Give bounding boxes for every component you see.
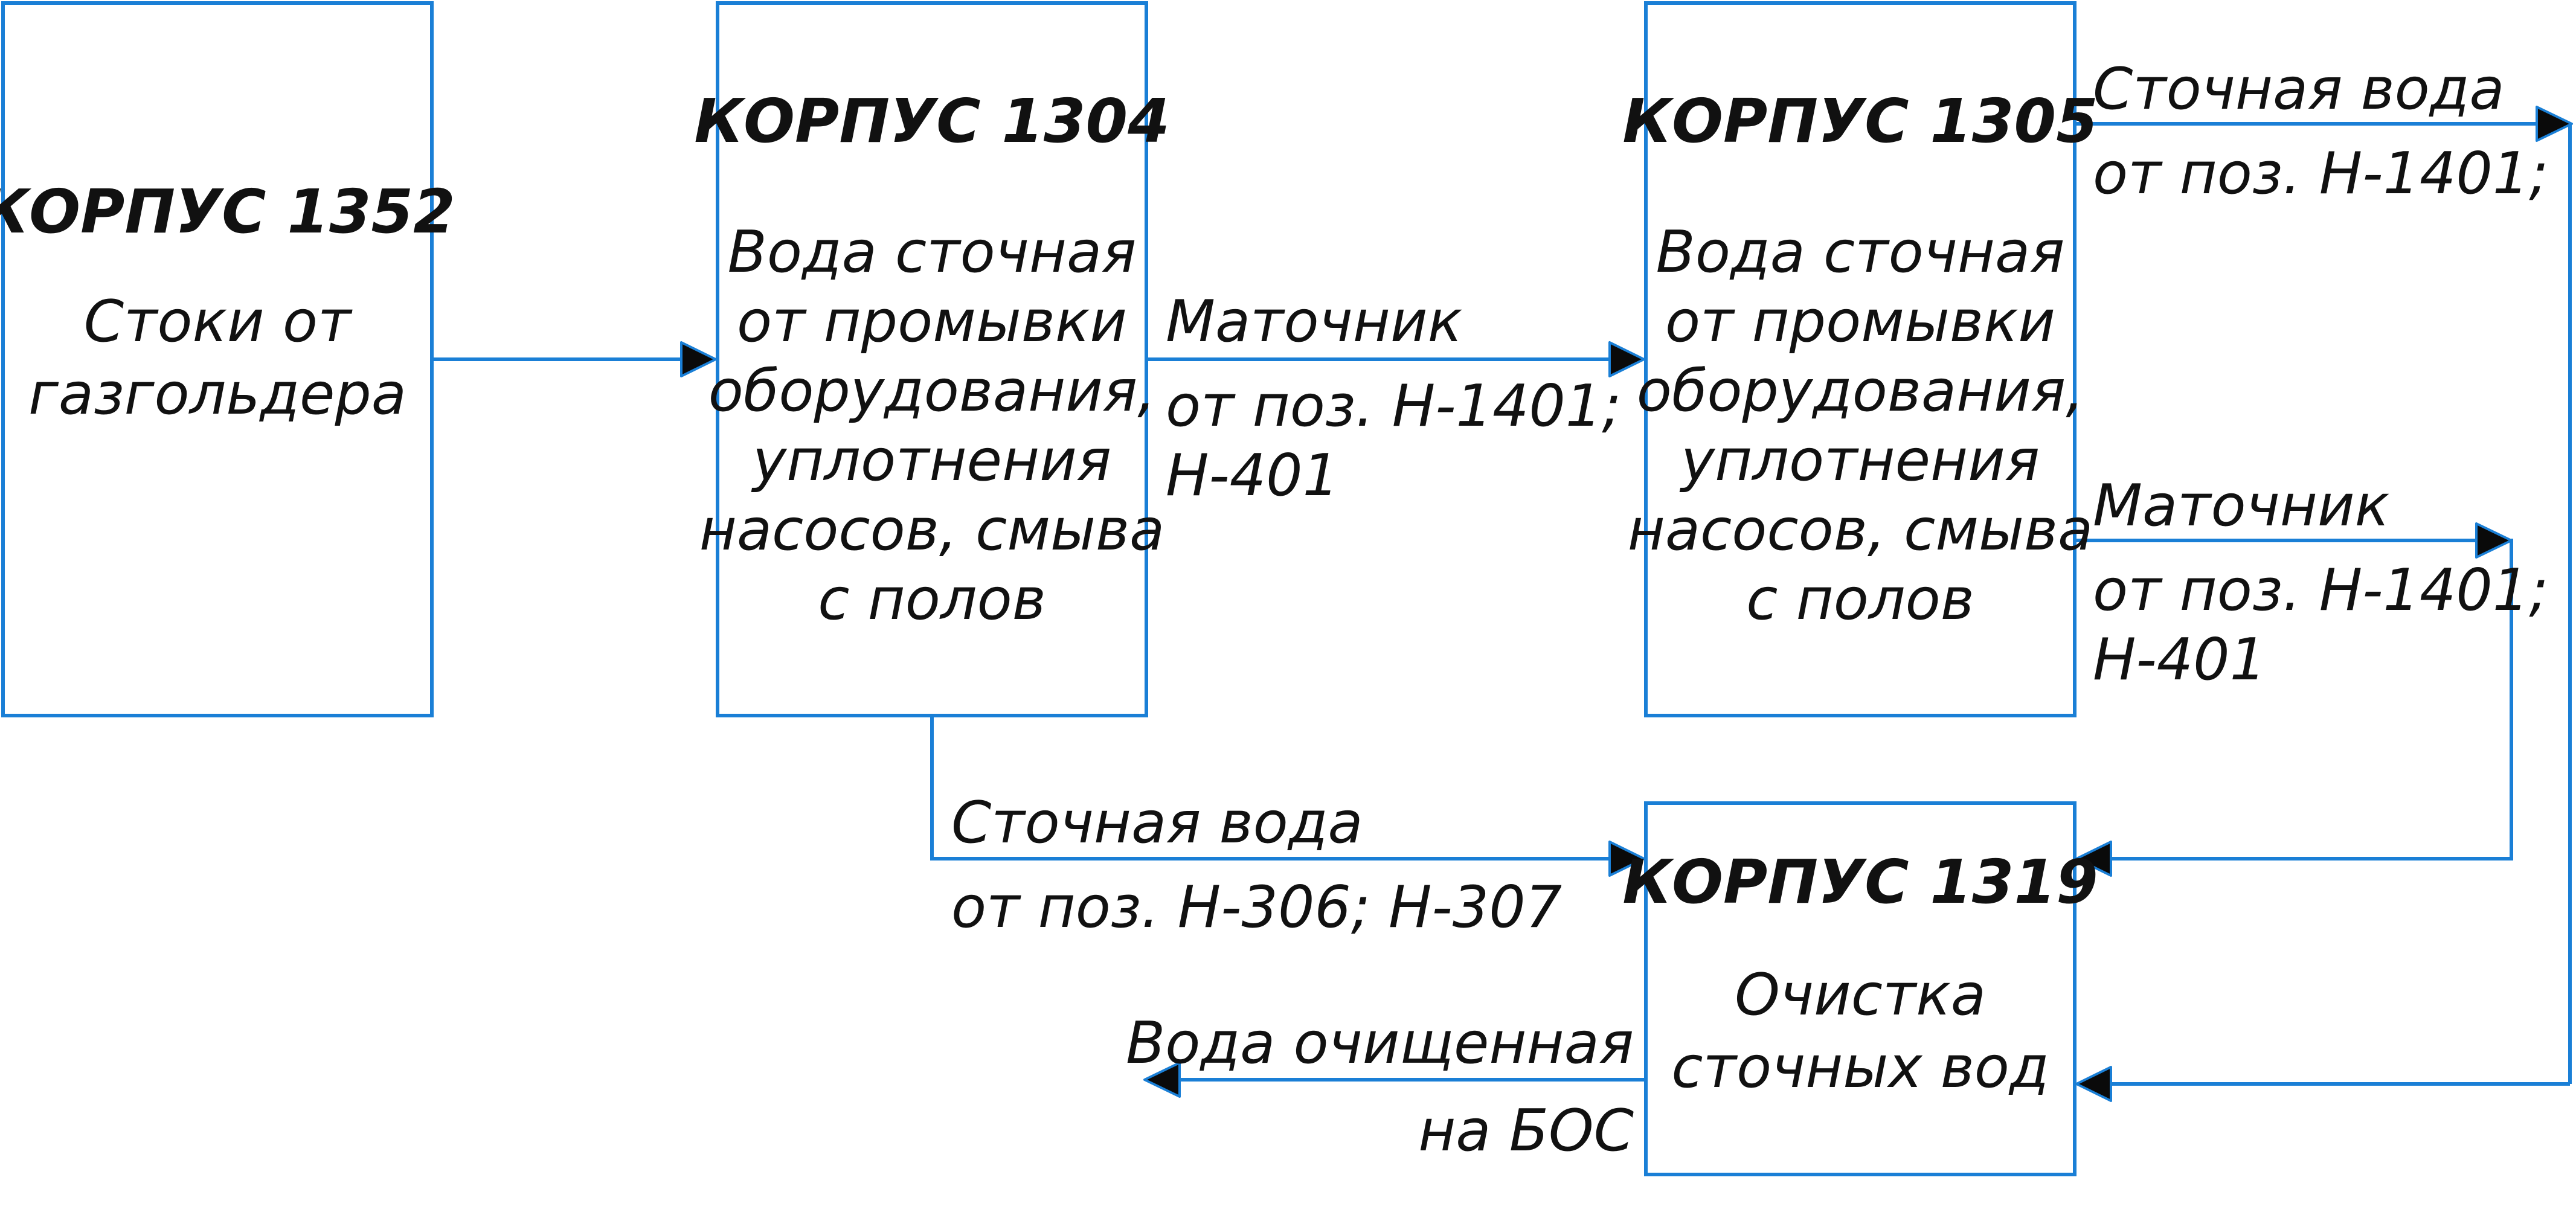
korpus-1305-title: КОРПУС 1305	[1622, 86, 2098, 156]
korpus-1304-line: оборудования,	[708, 358, 1156, 425]
box-korpus-1352	[1, 1, 434, 717]
flow-label-mother-liquor: Маточник	[1166, 289, 1462, 355]
korpus-1304-line: Вода сточная	[728, 219, 1137, 286]
flow-label-purified-water: Вода очищенная	[1126, 1010, 1634, 1077]
arrowhead-icon	[2475, 522, 2513, 559]
box-korpus-1319	[1644, 801, 2077, 1176]
arrowhead-icon	[680, 341, 717, 377]
flow-label-wastewater: Сточная вода	[951, 790, 1363, 856]
korpus-1305-line: уплотнения	[1679, 428, 2040, 494]
korpus-1305-line: оборудования,	[1637, 358, 2084, 425]
korpus-1305-line: с полов	[1746, 566, 1974, 633]
korpus-1304-title: КОРПУС 1304	[694, 86, 1169, 156]
box-korpus-1304	[716, 1, 1148, 717]
korpus-1305-line: от промывки	[1665, 289, 2055, 355]
arrowhead-icon	[1608, 841, 1645, 877]
korpus-1304-line: насосов, смыва	[699, 497, 1165, 563]
flow-label-destination: на БОС	[1418, 1098, 1634, 1164]
flow-label-source: от поз. Н-1401;	[2093, 141, 2548, 207]
flow-label-source: Н-401	[1166, 443, 1339, 509]
flow-label-source: от поз. Н-1401;	[1166, 373, 1621, 440]
korpus-1352-line: Стоки от	[84, 289, 353, 355]
korpus-1305-line: насосов, смыва	[1628, 497, 2093, 563]
arrowhead-icon	[2075, 841, 2112, 877]
flow-label-wastewater: Сточная вода	[2093, 56, 2505, 123]
korpus-1319-line: Очистка	[1735, 962, 1986, 1028]
arrow-1304-wastewater-to-1319	[930, 716, 1619, 860]
korpus-1304-line: уплотнения	[751, 428, 1111, 494]
korpus-1305-line: Вода сточная	[1656, 219, 2065, 286]
korpus-1319-line: сточных вод	[1671, 1034, 2049, 1101]
korpus-1319-title: КОРПУС 1319	[1622, 847, 2098, 917]
flow-label-source: от поз. Н-1401;	[2093, 557, 2548, 624]
arrowhead-icon	[1608, 341, 1645, 377]
box-korpus-1305	[1644, 1, 2077, 717]
korpus-1352-title: КОРПУС 1352	[0, 176, 455, 247]
flow-label-source: Н-401	[2093, 627, 2266, 693]
arrowhead-icon	[1143, 1062, 1181, 1098]
flow-label-source: от поз. Н-306; Н-307	[951, 874, 1562, 941]
arrowhead-icon	[2075, 1066, 2112, 1102]
flow-label-mother-liquor: Маточник	[2093, 473, 2389, 539]
korpus-1304-line: с полов	[818, 566, 1046, 633]
korpus-1352-line: газгольдера	[28, 361, 406, 428]
arrowhead-icon	[2536, 106, 2573, 142]
korpus-1304-line: от промывки	[737, 289, 1127, 355]
